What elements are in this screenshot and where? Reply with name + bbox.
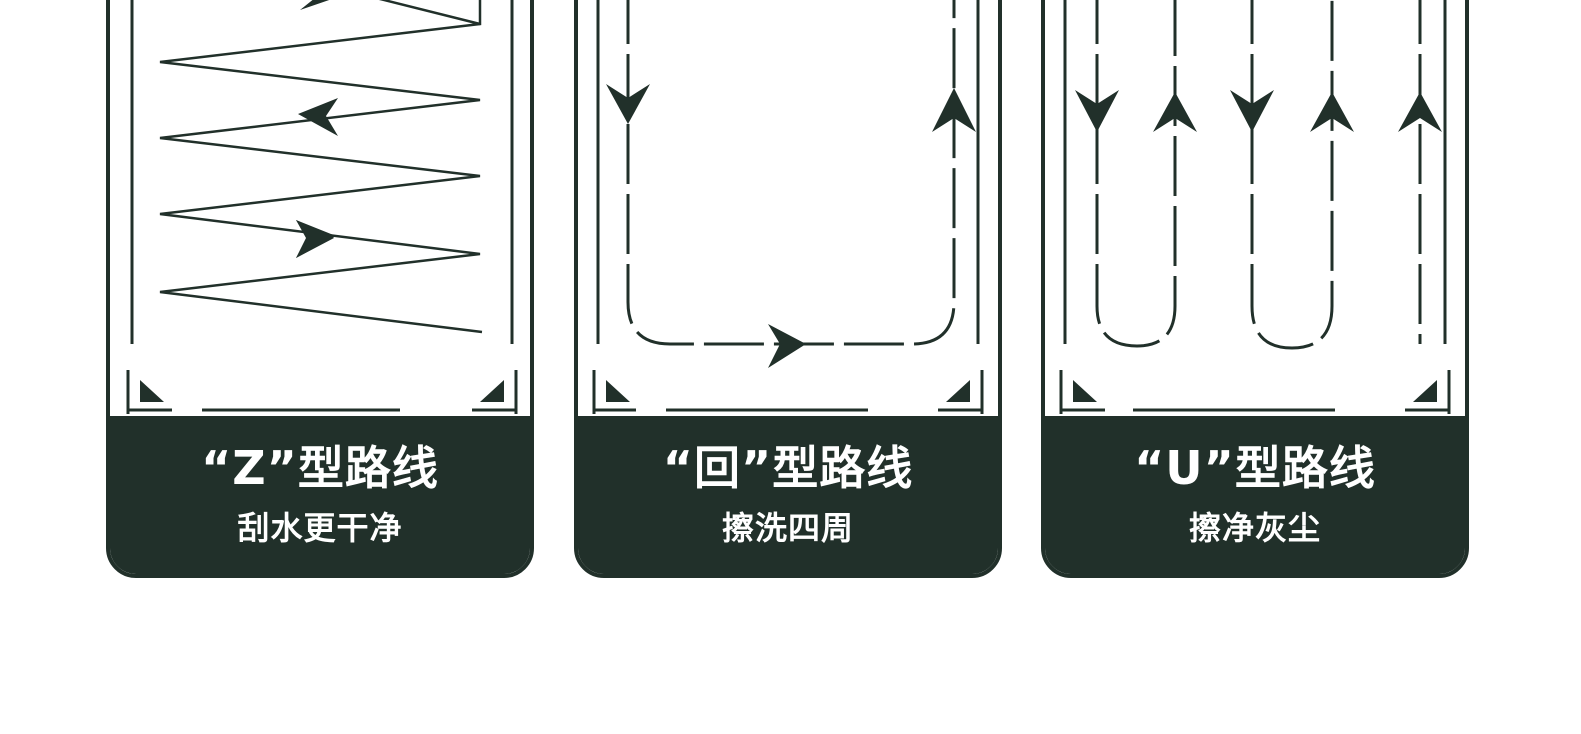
route-title: “Z”型路线: [201, 441, 439, 495]
route-card-u: “U”型路线 擦净灰尘: [1041, 0, 1469, 578]
zigzag-path-icon: [126, 0, 518, 414]
route-title: “回”型路线: [662, 441, 914, 495]
route-card-footer: “回”型路线 擦洗四周: [578, 416, 998, 574]
route-title: “U”型路线: [1134, 441, 1376, 495]
route-card-footer: “Z”型路线 刮水更干净: [110, 416, 530, 574]
u-path-icon: [1059, 0, 1451, 414]
route-subtitle: 擦净灰尘: [1188, 509, 1321, 547]
route-card-footer: “U”型路线 擦净灰尘: [1045, 416, 1465, 574]
loop-path-icon: [592, 0, 984, 414]
route-card-z: “Z”型路线 刮水更干净: [106, 0, 534, 578]
route-subtitle: 擦洗四周: [721, 509, 854, 547]
route-subtitle: 刮水更干净: [237, 509, 403, 547]
route-card-loop: “回”型路线 擦洗四周: [574, 0, 1002, 578]
